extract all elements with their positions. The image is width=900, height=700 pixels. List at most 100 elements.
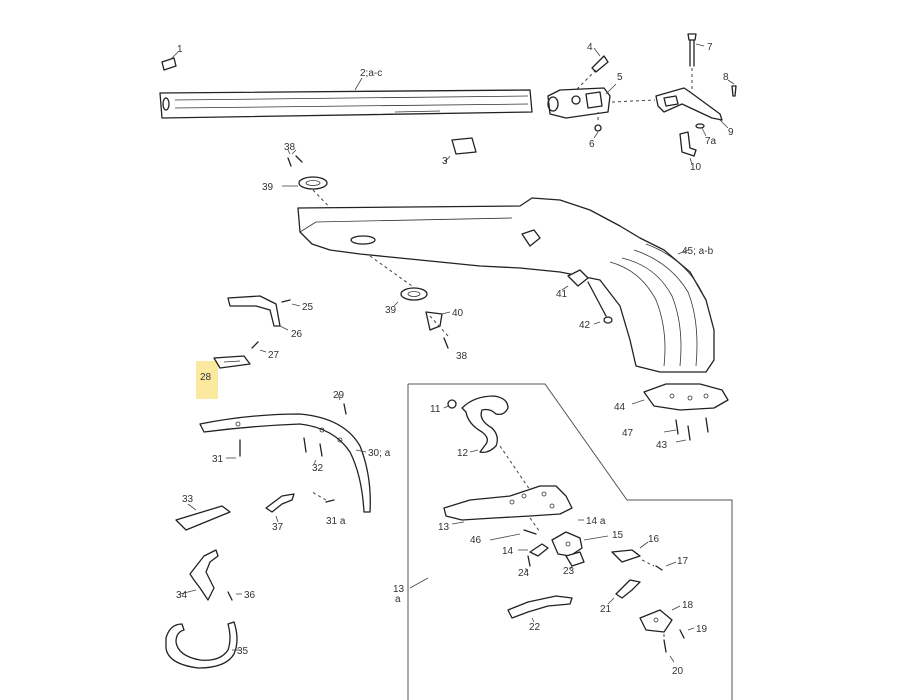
label-13a-suffix: a xyxy=(395,594,401,605)
part-39-escutcheon-top xyxy=(282,176,341,219)
label-44: 44 xyxy=(614,402,626,413)
part-38-screws-top xyxy=(287,149,303,167)
part-35-guard-bow xyxy=(165,621,240,669)
part-30-guard xyxy=(199,413,371,513)
part-14a-screw xyxy=(529,517,584,533)
label-22: 22 xyxy=(529,622,541,633)
part-11-screw xyxy=(443,399,457,409)
label-41: 41 xyxy=(556,289,568,300)
part-20-screw xyxy=(663,634,675,663)
label-1: 1 xyxy=(177,44,183,55)
part-39-escutcheon-lower xyxy=(369,255,428,307)
label-19: 19 xyxy=(696,624,708,635)
label-9: 9 xyxy=(728,127,734,138)
part-31a-screw xyxy=(311,491,335,503)
part-44-buttplate xyxy=(631,383,729,411)
label-4: 4 xyxy=(587,42,593,53)
label-15: 15 xyxy=(612,530,624,541)
part-37-spring xyxy=(265,493,295,523)
part-18-sear-spring xyxy=(639,605,681,633)
part-19-screw xyxy=(679,627,695,639)
label-6: 6 xyxy=(589,139,595,150)
label-13: 13 xyxy=(438,522,450,533)
part-28-plate xyxy=(213,355,251,369)
part-33-slide xyxy=(175,503,231,531)
label-39-top: 39 xyxy=(262,182,274,193)
label-46: 46 xyxy=(470,535,482,546)
part-27-screw xyxy=(251,341,267,353)
label-13a-num: 13 xyxy=(393,584,405,595)
part-40-pin xyxy=(425,311,451,331)
label-25: 25 xyxy=(302,302,314,313)
label-3: 3 xyxy=(442,156,448,167)
label-26: 26 xyxy=(291,329,303,340)
part-43-screw xyxy=(675,425,691,443)
part-41-plate xyxy=(561,269,589,291)
part-31-screw xyxy=(226,439,241,459)
label-23: 23 xyxy=(563,566,575,577)
label-16: 16 xyxy=(648,534,660,545)
label-5: 5 xyxy=(617,72,623,83)
part-13a-leader xyxy=(409,577,429,589)
label-17: 17 xyxy=(677,556,689,567)
label-2: 2;a-c xyxy=(360,68,382,79)
label-10: 10 xyxy=(690,162,702,173)
part-7a-pin xyxy=(695,123,707,137)
label-29: 29 xyxy=(333,390,345,401)
part-3-block xyxy=(444,137,477,163)
callout-labels: 1 2;a-c 3 4 5 6 7 7a 8 9 10 38 39 45; a-… xyxy=(176,42,734,677)
part-26-spring xyxy=(227,295,289,331)
part-10-hook xyxy=(679,131,697,165)
label-7a: 7a xyxy=(705,136,717,147)
label-40: 40 xyxy=(452,308,464,319)
label-47: 47 xyxy=(622,428,634,439)
label-21: 21 xyxy=(600,604,612,615)
part-12-hammer xyxy=(461,395,531,491)
part-5-breech xyxy=(547,83,656,119)
part-4-nipple xyxy=(575,47,609,91)
label-39-lower: 39 xyxy=(385,305,397,316)
part-8-screw xyxy=(727,79,737,97)
part-23-bridle xyxy=(565,551,585,571)
label-34: 34 xyxy=(176,590,188,601)
label-38-lower: 38 xyxy=(456,351,468,362)
label-30: 30; a xyxy=(368,448,391,459)
label-11: 11 xyxy=(430,404,441,415)
part-32-screws xyxy=(303,437,323,465)
label-37: 37 xyxy=(272,522,284,533)
part-14-screw xyxy=(518,543,549,557)
label-24: 24 xyxy=(518,568,530,579)
label-38-top: 38 xyxy=(284,142,296,153)
part-42-screw xyxy=(587,281,613,325)
part-1-pin xyxy=(161,51,179,71)
part-22-mainspring xyxy=(507,595,573,623)
label-31: 31 xyxy=(212,454,224,465)
label-8: 8 xyxy=(723,72,729,83)
part-47-pins xyxy=(663,417,709,435)
label-36: 36 xyxy=(244,590,256,601)
part-38-screw-lower xyxy=(429,315,449,349)
label-27: 27 xyxy=(268,350,280,361)
part-9-tang xyxy=(655,87,729,129)
label-35: 35 xyxy=(237,646,249,657)
part-29-screw xyxy=(337,393,347,415)
part-7-screw xyxy=(687,33,705,90)
part-24-pin xyxy=(525,555,531,572)
label-18: 18 xyxy=(682,600,694,611)
part-17-screw xyxy=(641,559,677,571)
part-6-screw xyxy=(593,112,602,139)
label-7: 7 xyxy=(707,42,713,53)
label-42: 42 xyxy=(579,320,591,331)
label-14a: 14 a xyxy=(586,516,606,527)
part-16-sear xyxy=(611,541,649,563)
part-46-spring xyxy=(489,529,537,541)
label-32: 32 xyxy=(312,463,324,474)
highlight-28 xyxy=(196,361,218,399)
label-12: 12 xyxy=(457,448,469,459)
part-34-trigger xyxy=(179,549,219,601)
part-45-stock xyxy=(297,197,715,373)
part-2-barrel xyxy=(159,77,533,119)
part-25-screw xyxy=(281,299,301,307)
label-31a: 31 a xyxy=(326,516,346,527)
part-36-screw xyxy=(227,591,242,601)
